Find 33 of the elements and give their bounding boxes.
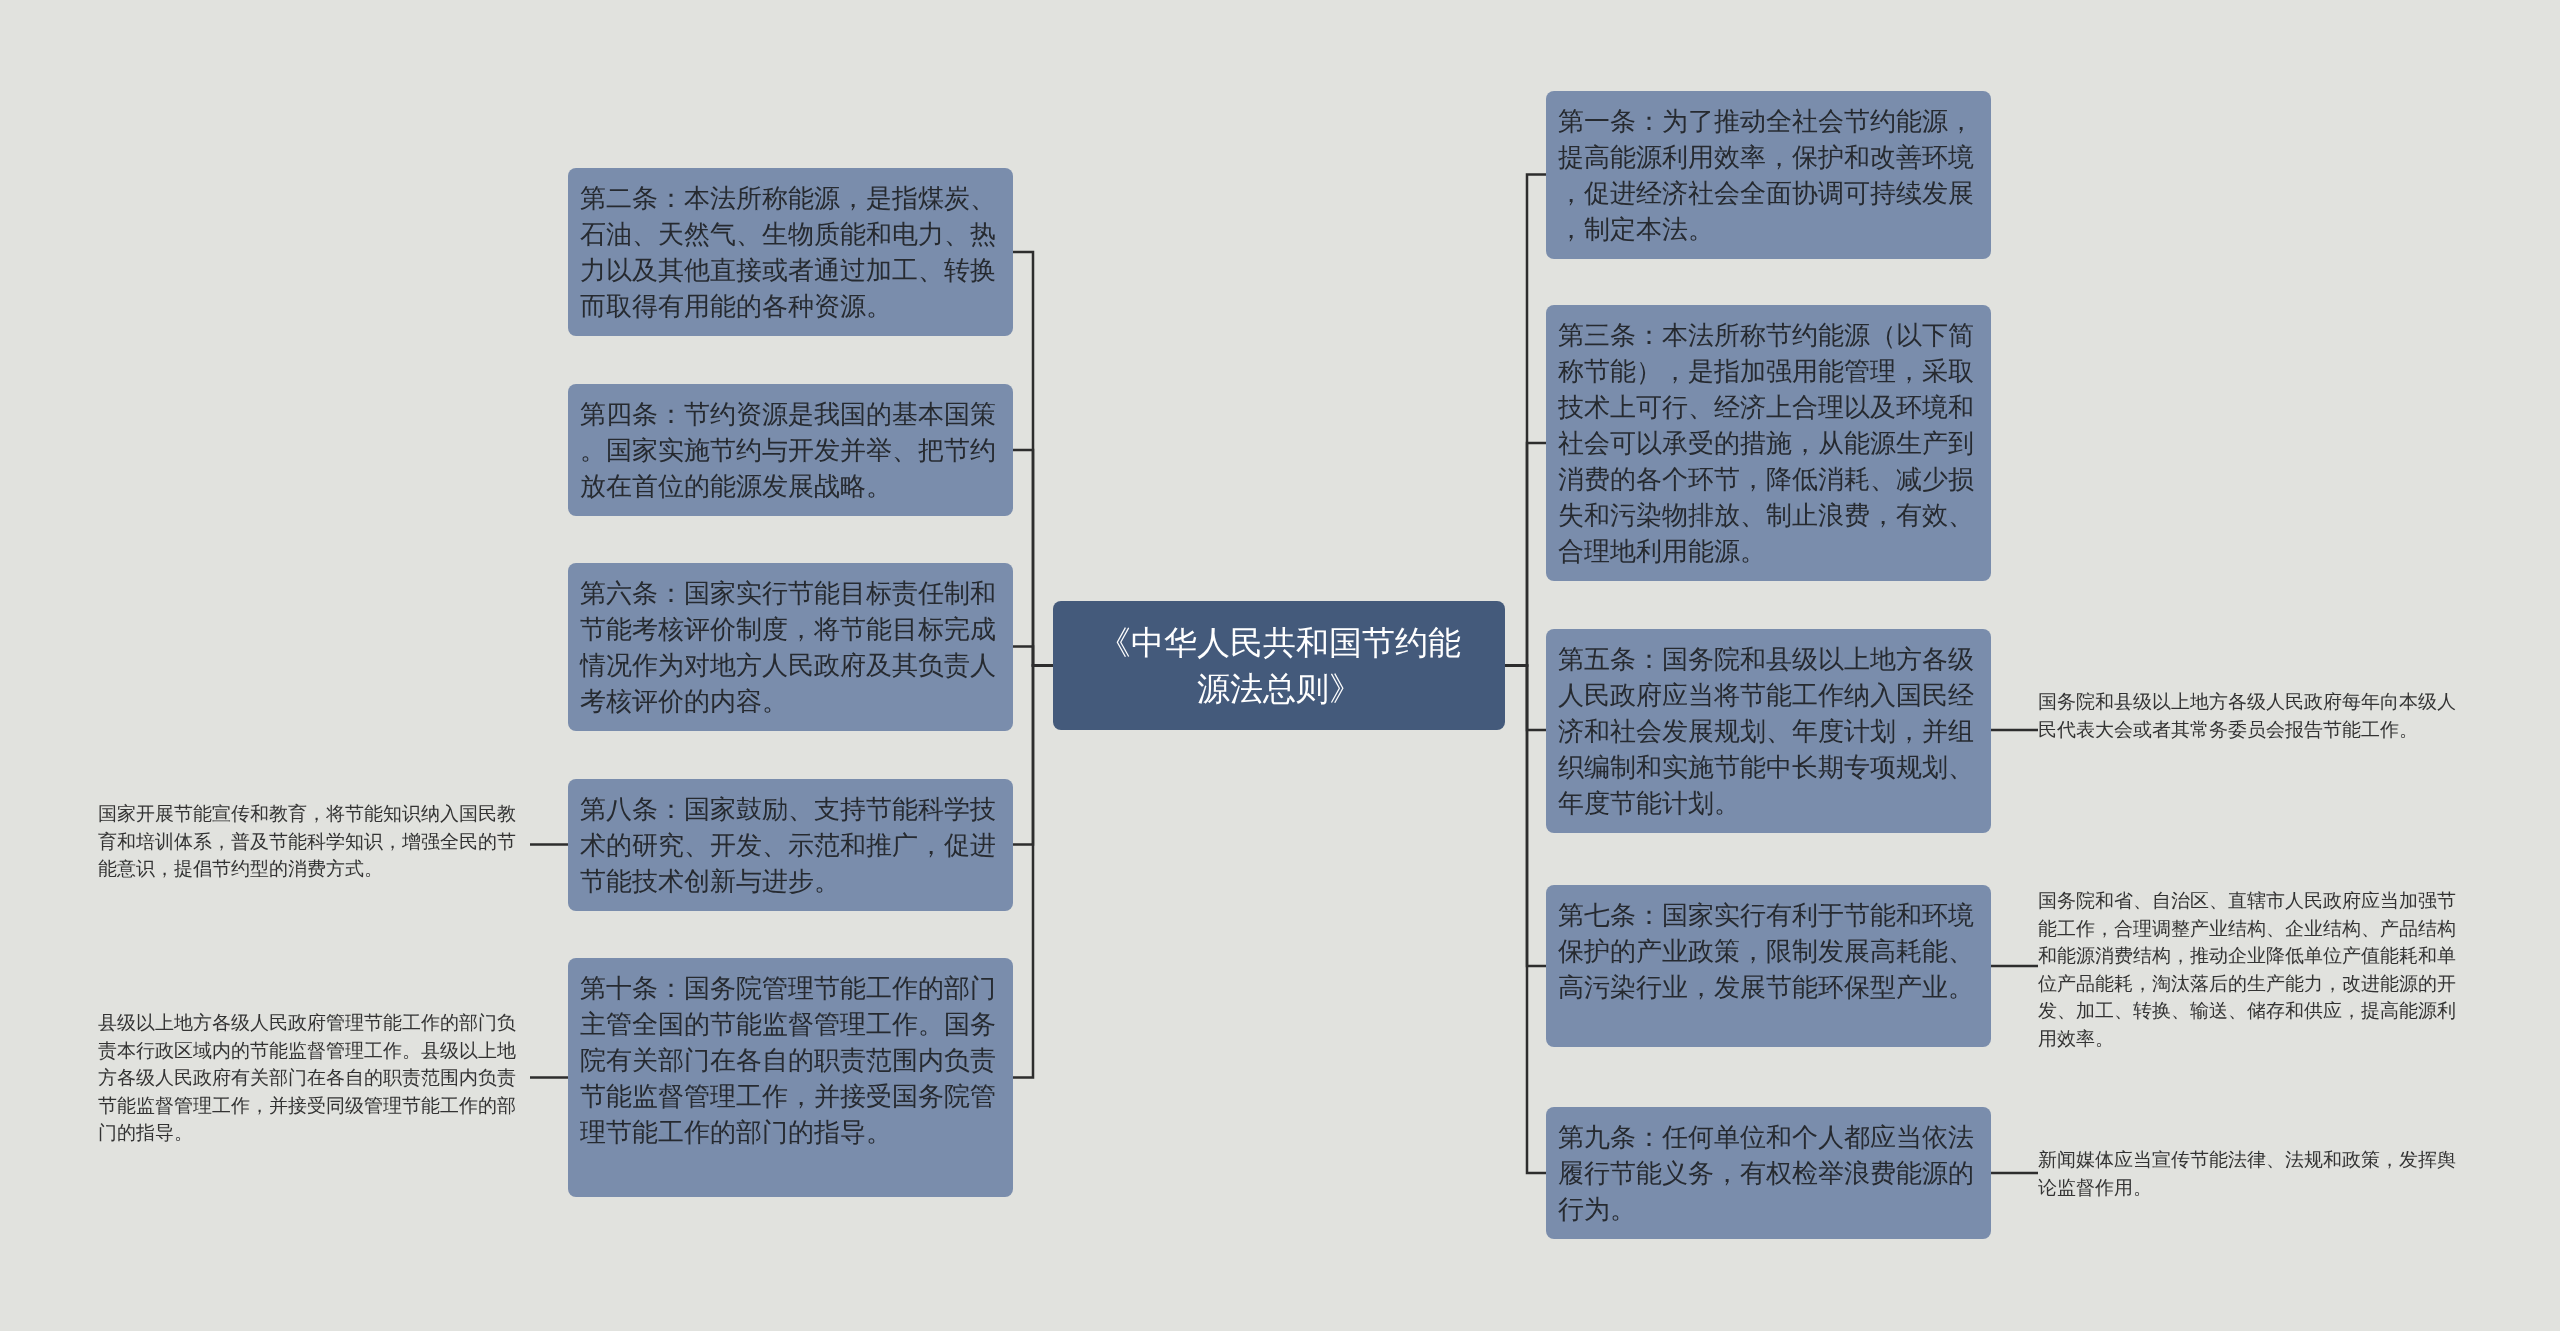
topic-box <box>568 958 1013 1197</box>
topic-text: 第九条：任何单位和个人都应当依法履行节能义务，有权检举浪费能源的行为。 <box>1558 1121 1975 1226</box>
note-text: 县级以上地方各级人民政府管理节能工作的部门负责本行政区域内的节能监督管理工作。县级以上地方各级人民政府有关部门在各自的职责范围内负责节能监督管理工作，并接受同级管理节能工作的部门的指导。 <box>98 1009 530 1151</box>
topic-text: 第四条：节约资源是我国的基本国策。国家实施节约与开发并举、把节约放在首位的能源发展战略。 <box>580 398 997 503</box>
central-topic-text: 《中华人民共和国节约能源法总则》 <box>1096 621 1462 710</box>
topic-text: 第一条：为了推动全社会节约能源，提高能源利用效率，保护和改善环境，促进经济社会全面协调可持续发展，制定本法。 <box>1558 105 1975 246</box>
topic-box <box>568 779 1013 911</box>
topic-box <box>568 384 1013 516</box>
topic-text: 第七条：国家实行有利于节能和环境保护的产业政策，限制发展高耗能、高污染行业，发展节能环保型产业。 <box>1558 899 1975 1004</box>
topic-box <box>1546 629 1991 833</box>
topic-text: 第二条：本法所称能源，是指煤炭、石油、天然气、生物质能和电力、热力以及其他直接或者通过加工、转换而取得有用能的各种资源。 <box>580 182 997 323</box>
connector-line <box>1991 728 2038 732</box>
topic-text: 第六条：国家实行节能目标责任制和节能考核评价制度，将节能目标完成情况作为对地方人民政府及其负责人考核评价的内容。 <box>580 577 997 718</box>
note-text: 国务院和省、自治区、直辖市人民政府应当加强节能工作，合理调整产业结构、企业结构、产品结构和能源消费结构，推动企业降低单位产值能耗和单位产品能耗，淘汰落后的生产能力，改进能源的开发、加工、转换、输送、储存和供应，提高能源利用效率。 <box>2038 887 2470 1057</box>
topic-text: 第八条：国家鼓励、支持节能科学技术的研究、开发、示范和推广，促进节能技术创新与进步。 <box>580 793 997 898</box>
note-text: 国家开展节能宣传和教育，将节能知识纳入国民教育和培训体系，普及节能科学知识，增强全民的节能意识，提倡节约型的消费方式。 <box>98 800 530 890</box>
topic-text: 第五条：国务院和县级以上地方各级人民政府应当将节能工作纳入国民经济和社会发展规划、年度计划，并组织编制和实施节能中长期专项规划、年度节能计划。 <box>1558 643 1975 820</box>
topic-box <box>1546 885 1991 1047</box>
connector-line <box>1991 1171 2038 1175</box>
connector-line <box>530 843 568 846</box>
connector-line <box>1991 964 2038 968</box>
connector-line <box>530 1076 568 1079</box>
topic-text: 第十条：国务院管理节能工作的部门主管全国的节能监督管理工作。国务院有关部门在各自的职责范围内负责节能监督管理工作，并接受国务院管理节能工作的部门的指导。 <box>580 972 997 1149</box>
note-text: 新闻媒体应当宣传节能法律、法规和政策，发挥舆论监督作用。 <box>2038 1146 2470 1204</box>
topic-box <box>568 563 1013 731</box>
central-topic-box <box>1053 601 1505 730</box>
topic-box <box>568 168 1013 336</box>
topic-box <box>1546 91 1991 259</box>
note-text: 国务院和县级以上地方各级人民政府每年向本级人民代表大会或者其常务委员会报告节能工作。 <box>2038 688 2470 774</box>
topic-box <box>1546 305 1991 581</box>
topic-text: 第三条：本法所称节约能源（以下简称节能），是指加强用能管理，采取技术上可行、经济上合理以及环境和社会可以承受的措施，从能源生产到消费的各个环节，降低消耗、减少损失和污染物排放、制止浪费，有效、合理地利用能源。 <box>1558 319 1975 568</box>
connector-line <box>1013 664 1053 1079</box>
topic-box <box>1546 1107 1991 1239</box>
